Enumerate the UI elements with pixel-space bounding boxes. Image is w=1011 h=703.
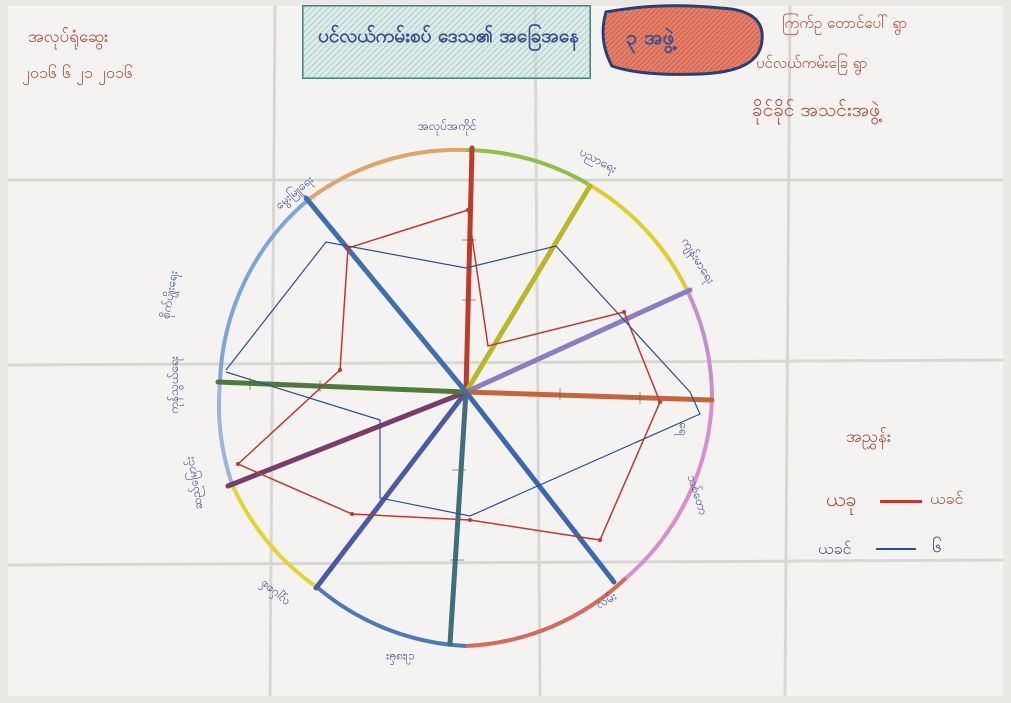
group-tag-text: ၃ အဖွဲ့ [626, 24, 674, 54]
legend-blue-line [876, 548, 916, 550]
legend-row-1-value: ယခင် [930, 488, 963, 512]
spoke-label-4: ရေ [673, 422, 691, 436]
legend-row-1-label: ယခု [826, 486, 857, 516]
top-left-note-line1: အလုပ်ရုံဆွေး [28, 26, 108, 51]
legend-row-2-label: ယခင် [818, 538, 851, 562]
legend-title: အညွှန်း [846, 426, 891, 451]
top-right-note-1: ကြက်ဥ တောင်ပေါ် ရွာ [782, 14, 907, 36]
top-left-note-line2: ၂၀၁၆ ၆ ၂၁ ၂၀၁၆ [22, 62, 133, 86]
legend-row-2-value: ၆ [932, 534, 942, 561]
spoke-label-1: အလုပ်အကိုင် [418, 118, 477, 136]
legend-red-line [880, 500, 922, 503]
top-right-note-2: ပင်လယ်ကမ်းခြေ ရွာ [756, 54, 868, 76]
top-right-note-3: ခိုင်ခိုင် အသင်းအဖွဲ့ [752, 98, 880, 126]
spoke-label-6: ငါးဖမ်း [386, 648, 415, 666]
title-text: ပင်လယ်ကမ်းစပ် ဒေသ၏ အခြေအနေ [318, 24, 578, 52]
spoke-label-9: ကုန်သွယ်ရေး [166, 356, 184, 414]
